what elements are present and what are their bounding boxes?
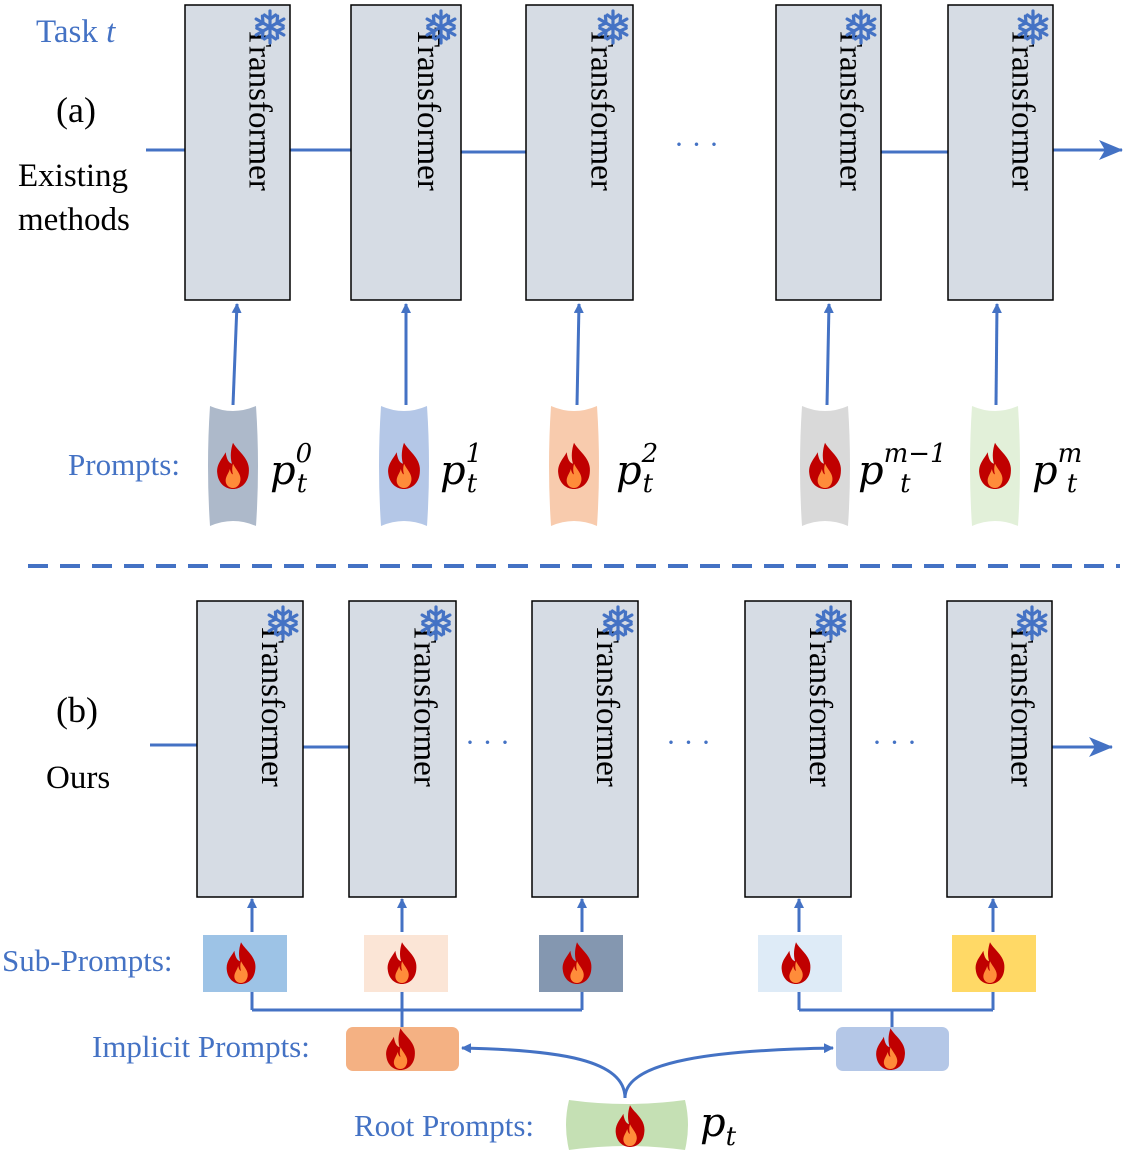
prompt-arrow xyxy=(823,303,834,406)
transformer-block: Transformer xyxy=(744,600,852,898)
snowflake-icon xyxy=(845,9,877,45)
bottom-flow-line xyxy=(150,737,1113,757)
root-prompts-label: Root Prompts: xyxy=(354,1108,534,1143)
transformer-label: Transformer xyxy=(589,623,625,787)
transformer-label: Transformer xyxy=(242,27,278,191)
transformer-label: Transformer xyxy=(833,27,869,191)
snowflake-icon xyxy=(1017,9,1049,45)
snowflake-icon xyxy=(597,9,629,45)
bottom-ellipsis-2: · · · xyxy=(666,726,711,759)
snowflake-icon xyxy=(425,9,457,45)
root-prompt xyxy=(566,1100,688,1150)
bottom-ellipsis-3: · · · xyxy=(872,726,917,759)
snowflake-icon xyxy=(267,605,299,641)
transformer-block: Transformer xyxy=(947,4,1054,301)
transformer-label: Transformer xyxy=(1005,27,1041,191)
bottom-transformer-blocks: Transformer Transformer Transformer Transfo… xyxy=(196,600,1053,898)
sub-prompts-label: Sub-Prompts: xyxy=(2,943,173,978)
flame-icon xyxy=(876,1028,905,1070)
top-ellipsis: · · · xyxy=(674,128,719,161)
transformer-block: Transformer xyxy=(531,600,639,898)
snowflake-icon xyxy=(420,605,452,641)
flame-icon xyxy=(615,1105,645,1147)
panel-a-label: (a) xyxy=(56,90,96,130)
sub-prompts xyxy=(203,935,1036,992)
sub-prompt-3 xyxy=(758,935,842,992)
transformer-label: Transformer xyxy=(254,623,290,787)
transformer-label: Transformer xyxy=(407,623,443,787)
transformer-label: Transformer xyxy=(584,27,620,191)
panel-b-label: (b) xyxy=(56,690,98,730)
flame-icon xyxy=(387,942,417,984)
flame-icon xyxy=(226,942,256,984)
transformer-block: Transformer xyxy=(196,600,304,898)
root-prompt-variable: pt xyxy=(700,1100,737,1152)
transformer-label: Transformer xyxy=(1004,623,1040,787)
transformer-block: Transformer xyxy=(775,4,882,301)
flame-icon xyxy=(217,442,249,489)
transformer-block: Transformer xyxy=(348,600,457,898)
snowflake-icon xyxy=(815,605,847,641)
sub-prompt-1 xyxy=(364,935,448,992)
snowflake-icon xyxy=(1016,605,1048,641)
transformer-label: Transformer xyxy=(410,27,446,191)
top-transformer-blocks: Transformer Transformer Transformer Transfo… xyxy=(184,4,1054,301)
sub-prompt-4 xyxy=(952,935,1036,992)
transformer-label: Transformer xyxy=(802,623,838,787)
flame-icon xyxy=(562,942,592,984)
flame-icon xyxy=(386,1028,415,1070)
sub-prompt-2 xyxy=(539,935,623,992)
ours-label: Ours xyxy=(46,760,110,796)
transformer-block: Transformer xyxy=(946,600,1053,898)
flame-icon xyxy=(975,942,1005,984)
tree-connectors xyxy=(250,992,995,1099)
top-prompt-arrows xyxy=(231,303,1002,406)
snowflake-icon xyxy=(602,605,634,641)
top-flow-line xyxy=(146,140,1123,160)
panel-a: Task t (a) Existing methods · · · Transf… xyxy=(18,4,1123,526)
flame-icon xyxy=(979,442,1011,489)
flame-icon xyxy=(388,442,420,489)
bottom-ellipsis-1: · · · xyxy=(465,726,510,759)
task-label: Task t xyxy=(36,14,116,50)
prompts-label: Prompts: xyxy=(68,447,180,482)
prompt-arrow xyxy=(573,303,584,406)
snowflake-icon xyxy=(254,9,286,45)
existing-methods-line2: methods xyxy=(18,202,130,238)
transformer-block: Transformer xyxy=(184,4,291,301)
bottom-subprompt-arrows xyxy=(247,898,998,932)
transformer-block: Transformer xyxy=(525,4,634,301)
implicit-prompts xyxy=(346,1027,949,1071)
implicit-prompts-label: Implicit Prompts: xyxy=(92,1029,310,1064)
flame-icon xyxy=(781,942,811,984)
sub-prompt-0 xyxy=(203,935,287,992)
implicit-prompt-0 xyxy=(346,1027,459,1071)
implicit-prompt-1 xyxy=(836,1027,949,1071)
root-prompt-shape xyxy=(566,1100,688,1150)
prompt-arrow xyxy=(231,303,242,406)
flame-icon xyxy=(809,442,841,489)
transformer-block: Transformer xyxy=(350,4,462,301)
existing-methods-line1: Existing xyxy=(18,158,128,194)
flame-icon xyxy=(558,442,590,489)
prompt-arrow xyxy=(991,303,1002,406)
